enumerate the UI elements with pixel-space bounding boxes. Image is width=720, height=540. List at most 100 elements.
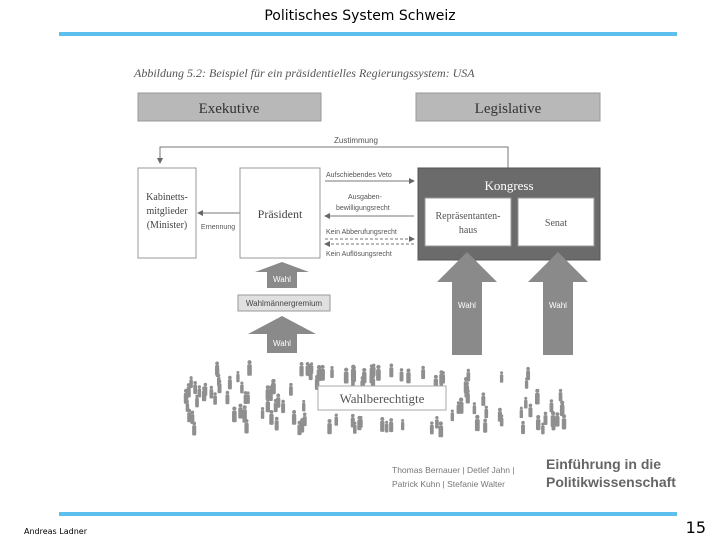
voter-figure — [260, 407, 265, 419]
book-authors-line-2: Patrick Kuhn | Stefanie Walter — [392, 479, 505, 489]
voter-figure — [450, 409, 455, 422]
voter-figure — [399, 368, 404, 382]
cabinet-box — [137, 167, 197, 259]
voter-figure — [535, 415, 541, 431]
voter-figure — [274, 416, 279, 431]
voter-figure — [291, 410, 297, 425]
voter-figure — [474, 414, 480, 432]
voter-figure — [351, 365, 357, 382]
voter-figure — [203, 382, 208, 396]
voter-figure — [189, 376, 193, 389]
voter-figure — [302, 412, 307, 427]
election-arrow-house — [437, 252, 497, 355]
election-arrow-president-upper — [255, 262, 309, 288]
executive-header-box — [137, 92, 322, 122]
voter-figure — [484, 405, 489, 419]
top-accent-rule — [59, 32, 677, 36]
voter-figure — [232, 406, 237, 423]
voter-figure — [193, 380, 198, 395]
election-arrow-senate — [528, 252, 588, 355]
voter-figure — [244, 418, 249, 434]
voter-figure — [524, 396, 528, 409]
voter-figure — [543, 411, 548, 425]
appointment-label: Ernennung — [201, 224, 235, 231]
no-recall-label: Kein Abberufungsrecht — [326, 229, 397, 236]
voter-figure — [225, 390, 230, 405]
election-label-house: Wahl — [458, 301, 476, 310]
voter-figure — [435, 415, 439, 429]
voter-figure — [269, 409, 274, 425]
voter-figure — [276, 393, 281, 408]
voter-figure — [560, 402, 565, 415]
voter-figure — [550, 410, 556, 428]
voter-figure — [265, 385, 270, 401]
voter-figure — [238, 403, 243, 419]
budget-label-1: Ausgaben- — [348, 194, 383, 201]
voter-figure — [330, 365, 334, 378]
voter-figure — [270, 379, 275, 393]
voter-figure — [217, 379, 222, 394]
voter-figure — [465, 389, 470, 404]
legislative-header: Legislative — [475, 101, 542, 117]
election-label-upper: Wahl — [273, 275, 291, 284]
voter-figure — [305, 362, 310, 376]
voter-figure — [247, 360, 252, 376]
voter-figure — [197, 385, 202, 398]
president-box — [239, 167, 321, 259]
voter-figure — [190, 410, 195, 425]
voter-figure — [376, 364, 381, 381]
congress-label: Kongress — [484, 178, 533, 193]
president-label: Präsident — [258, 207, 303, 221]
budget-label-2: bewilligungsrecht — [336, 205, 390, 212]
senate-box — [517, 197, 595, 247]
voters-label: Wahlberechtigte — [340, 391, 425, 406]
voter-figure — [240, 381, 244, 394]
veto-label: Aufschiebendes Veto — [326, 172, 392, 179]
voter-figure — [334, 413, 339, 426]
election-label-senate: Wahl — [549, 301, 567, 310]
voter-figure — [308, 366, 313, 381]
voter-figure — [318, 365, 322, 378]
voter-figure — [183, 388, 189, 404]
voter-figure — [195, 394, 199, 408]
voter-figure — [389, 418, 394, 433]
voter-crowd — [183, 360, 567, 438]
electoral-college-label: Wahlmännergremium — [246, 299, 323, 308]
voter-figure — [528, 403, 533, 418]
bottom-accent-rule — [59, 512, 677, 516]
voter-figure — [242, 405, 247, 421]
voter-figure — [297, 420, 302, 436]
house-box — [424, 197, 512, 247]
voter-figure — [299, 361, 304, 377]
agreement-label: Zustimmung — [334, 136, 378, 145]
voter-figure — [483, 418, 488, 433]
voter-figure — [519, 406, 524, 419]
voter-figure — [521, 420, 525, 435]
election-arrow-president-lower — [248, 316, 316, 353]
voter-figure — [389, 363, 394, 378]
voter-figure — [406, 368, 411, 384]
book-title-line-1: Einführung in die — [546, 456, 661, 472]
voter-figure — [481, 392, 486, 406]
voter-figure — [472, 402, 477, 415]
legislative-header-box — [415, 92, 601, 122]
voter-figure — [213, 392, 217, 405]
executive-header: Exekutive — [199, 101, 260, 117]
voter-figure — [438, 421, 444, 438]
senate-label: Senat — [545, 218, 567, 229]
cabinet-line-1: Kabinetts- — [146, 192, 188, 203]
voter-figure — [499, 371, 504, 383]
house-line-2: haus — [459, 225, 477, 236]
voter-figure — [243, 391, 248, 405]
voter-figure — [526, 366, 531, 381]
house-line-1: Repräsentanten- — [436, 211, 501, 222]
voter-figure — [265, 397, 271, 413]
author-name: Andreas Ladner — [24, 527, 87, 536]
book-title-line-2: Politikwissenschaft — [546, 474, 676, 490]
voter-figure — [497, 407, 502, 422]
election-label-lower: Wahl — [273, 339, 291, 348]
voter-figure — [561, 414, 567, 430]
voter-figure — [458, 397, 464, 414]
voter-figure — [327, 419, 332, 435]
